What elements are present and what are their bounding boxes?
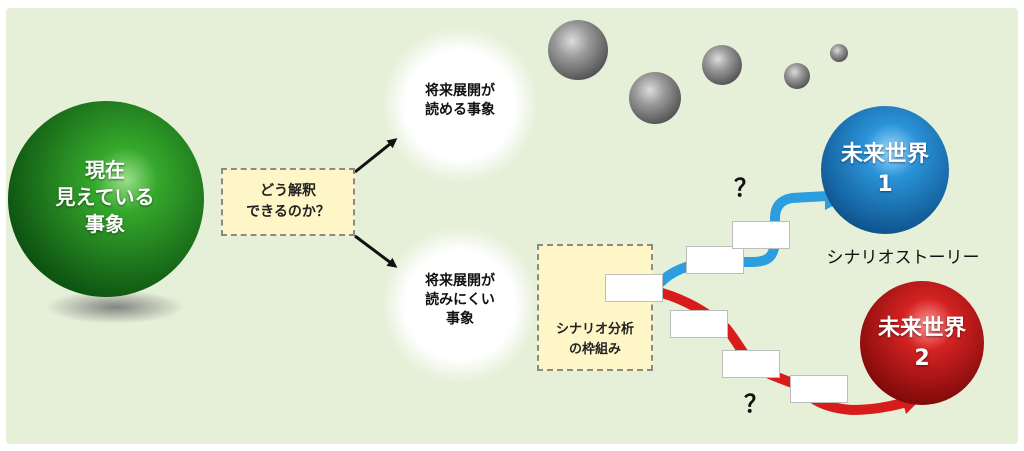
future1-line-1: 未来世界 [840,142,929,167]
readable-event-label: 将来展開が 読める事象 [400,82,520,120]
unreadable-event-label: 将来展開が 読みにくい 事象 [400,272,520,329]
arrow-to-readable [354,138,398,174]
readable-glow [382,27,538,183]
unreadable-line-3: 事象 [446,310,474,327]
current-line-2: 見えている [55,185,155,209]
scenario-line-1: シナリオ分析 [555,322,634,337]
future2-line-1: 未来世界 [877,316,966,341]
readable-line-2: 読める事象 [425,101,495,118]
scenario-step-box [722,350,780,378]
current-line-1: 現在 [85,158,125,182]
question-mark-lower: ？ [744,390,768,418]
current-line-3: 事象 [85,212,125,236]
readable-line-1: 将来展開が [425,83,495,99]
current-event-sphere [8,101,204,297]
arrow-to-unreadable [354,234,398,268]
future1-line-2: 1 [877,171,893,197]
unreadable-glow [382,227,538,383]
gray-bubble [830,44,848,62]
question-mark-upper: ？ [734,174,758,202]
scenario-step-box [670,310,728,338]
current-shadow [45,290,185,324]
scenario-step-box [686,246,744,274]
future-world-2-label: 未来世界 2 [857,314,987,373]
gray-bubble [784,63,810,89]
gray-bubble [548,20,608,80]
interpretation-question-box: どう解釈 できるのか？ [221,168,355,236]
gray-bubble [702,45,742,85]
scenario-step-box [790,375,848,403]
scenario-step-box [732,221,790,249]
gray-bubble [629,72,681,124]
future-world-1-label: 未来世界 1 [820,140,950,199]
scenario-story-label: シナリオストーリー [826,248,980,268]
scenario-framework-box: シナリオ分析 の枠組み [537,244,653,371]
future-world-1-sphere [821,106,949,234]
scenario-line-2: の枠組み [568,341,621,357]
current-event-label: 現在 見えている 事象 [30,157,180,238]
scenario-step-box [605,274,663,302]
unreadable-line-1: 将来展開が [425,273,495,289]
question-line-2: できるのか？ [246,204,330,220]
question-line-1: どう解釈 [259,183,316,199]
blue-scenario-path [655,191,833,288]
future-world-2-sphere [860,281,984,405]
future2-line-2: 2 [914,345,930,371]
unreadable-line-2: 読みにくい [425,291,495,308]
